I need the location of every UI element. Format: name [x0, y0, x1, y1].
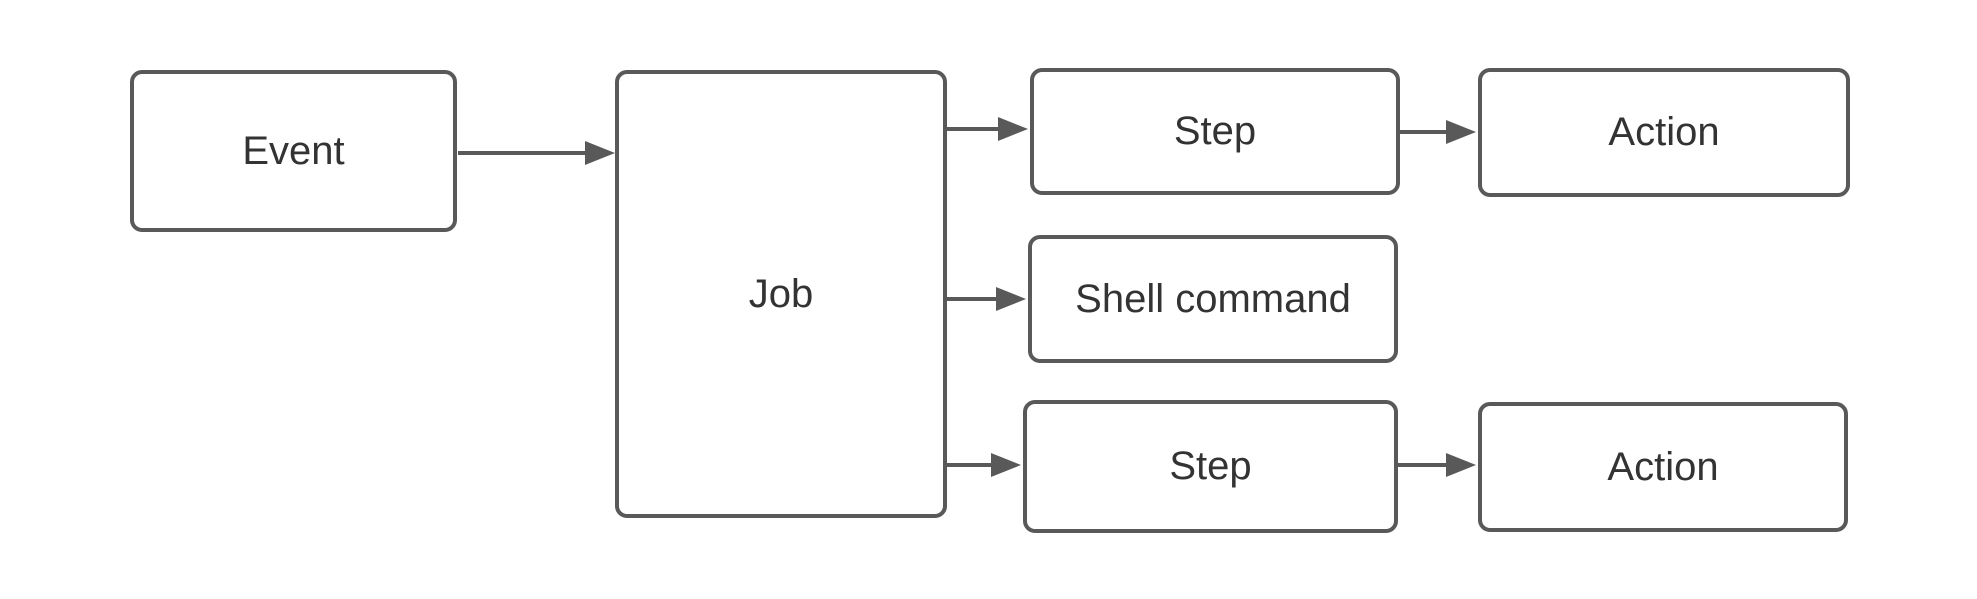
node-job-label: Job: [748, 271, 814, 316]
edge-job-to-shell-command: [947, 297, 996, 301]
edge-step-1-to-action-1: [1400, 130, 1446, 134]
node-action-1: Action: [1478, 68, 1850, 197]
node-action-2-label: Action: [1607, 444, 1719, 489]
node-step-1-label: Step: [1173, 109, 1257, 153]
edge-job-to-step-1: [947, 127, 998, 131]
edge-job-to-step-2: [947, 463, 991, 467]
arrowhead-icon: [998, 117, 1028, 141]
arrowhead-icon: [1446, 453, 1476, 477]
node-action-1-label: Action: [1608, 110, 1720, 154]
arrowhead-icon: [585, 141, 615, 165]
node-action-2: Action: [1478, 402, 1848, 532]
edge-event-to-job: [458, 151, 585, 155]
node-event-label: Event: [242, 128, 345, 173]
edge-step-2-to-action-2: [1398, 463, 1446, 467]
node-step-1: Step: [1030, 68, 1400, 195]
node-step-2: Step: [1023, 400, 1398, 533]
node-job: Job: [615, 70, 947, 518]
arrowhead-icon: [996, 287, 1026, 311]
node-shell-command-label: Shell command: [1075, 276, 1351, 321]
arrowhead-icon: [1446, 120, 1476, 144]
node-step-2-label: Step: [1169, 444, 1252, 488]
node-shell-command: Shell command: [1028, 235, 1398, 363]
arrowhead-icon: [991, 453, 1021, 477]
node-event: Event: [130, 70, 457, 232]
